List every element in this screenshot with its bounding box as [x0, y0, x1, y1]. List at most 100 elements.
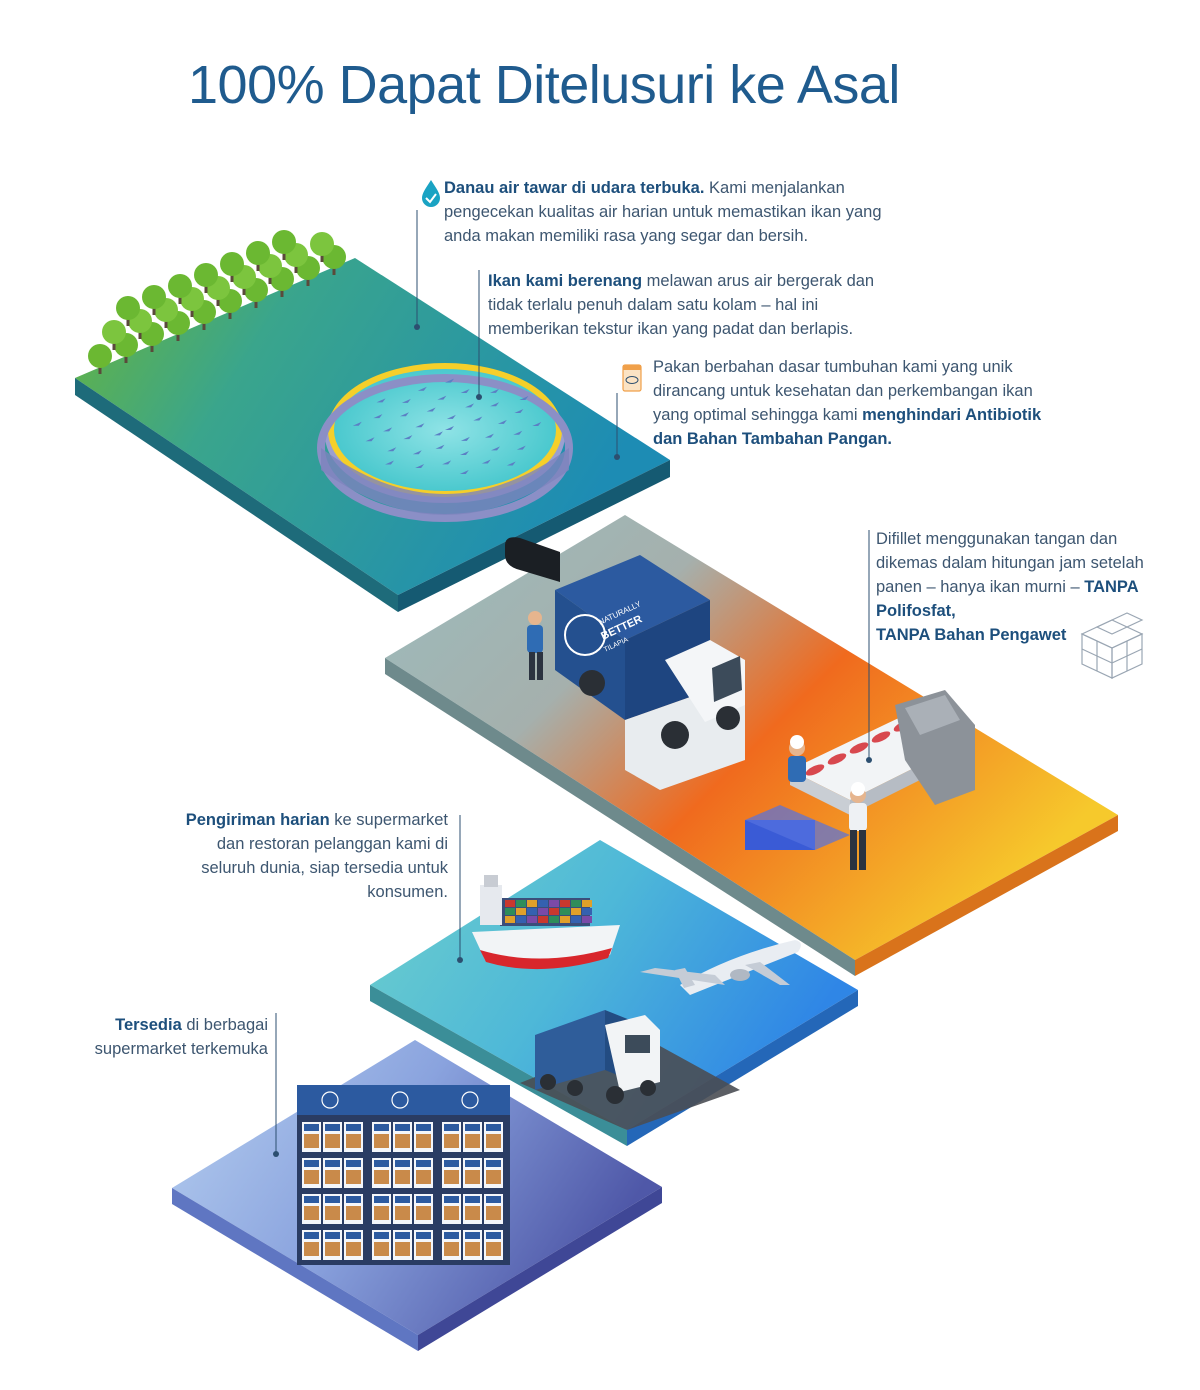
- product-label: [346, 1232, 361, 1239]
- fish: [513, 430, 523, 435]
- product-label: [374, 1232, 389, 1239]
- product-label: [444, 1124, 459, 1131]
- product-image: [444, 1242, 459, 1256]
- product-image: [304, 1134, 319, 1148]
- container: [571, 916, 581, 923]
- product-label: [304, 1160, 319, 1167]
- fish: [484, 433, 494, 438]
- fish: [516, 445, 526, 450]
- product-label: [486, 1160, 501, 1167]
- fish: [442, 460, 452, 465]
- shelf-logo: [461, 1091, 479, 1109]
- product-image: [346, 1134, 361, 1148]
- fish: [445, 378, 454, 383]
- container: [505, 908, 515, 915]
- page-title: 100% Dapat Ditelusuri ke Asal: [188, 55, 900, 115]
- product-image: [416, 1242, 431, 1256]
- product-image: [346, 1242, 361, 1256]
- fish: [352, 421, 362, 426]
- container: [560, 908, 570, 915]
- container: [538, 908, 548, 915]
- product-image: [304, 1170, 319, 1184]
- fish: [460, 388, 470, 393]
- fish-fillet: [805, 764, 825, 776]
- product-label: [395, 1232, 410, 1239]
- note-fillet-bold2: TANPA Bahan Pengawet: [876, 626, 1067, 644]
- product-image: [346, 1206, 361, 1220]
- product-label: [416, 1160, 431, 1167]
- product-image: [486, 1170, 501, 1184]
- supermarket-shelf: [297, 1085, 510, 1265]
- product-label: [416, 1196, 431, 1203]
- fish: [519, 395, 529, 400]
- container: [527, 916, 537, 923]
- fish-fillet: [827, 753, 847, 765]
- container: [505, 900, 515, 907]
- note-ship-bold: Pengiriman harian: [185, 811, 330, 829]
- fish: [506, 461, 516, 466]
- fish: [399, 412, 409, 417]
- product-image: [325, 1134, 340, 1148]
- feed-bag-icon: [622, 364, 642, 392]
- tree: [168, 274, 192, 304]
- product-label: [395, 1196, 410, 1203]
- note-store: Tersedia di berbagai supermarket terkemu…: [60, 1013, 268, 1061]
- fish: [387, 447, 397, 452]
- product-image: [304, 1206, 319, 1220]
- product-image: [465, 1170, 480, 1184]
- product-label: [325, 1160, 340, 1167]
- package-boxes-icon: [1080, 612, 1144, 679]
- product-image: [374, 1134, 389, 1148]
- fish: [514, 408, 524, 413]
- fish-fillet: [849, 742, 869, 754]
- product-label: [444, 1232, 459, 1239]
- note-swim: Ikan kami berenang melawan arus air berg…: [488, 269, 908, 341]
- product-image: [444, 1170, 459, 1184]
- fish: [376, 398, 386, 403]
- product-image: [395, 1206, 410, 1220]
- fish: [490, 402, 500, 407]
- product-image: [395, 1134, 410, 1148]
- fish: [465, 403, 475, 408]
- product-label: [444, 1196, 459, 1203]
- tree: [246, 241, 270, 271]
- fish: [365, 437, 375, 442]
- product-image: [374, 1242, 389, 1256]
- note-fillet-bold1: TANPA Polifosfat,: [876, 578, 1139, 620]
- fish: [460, 436, 470, 441]
- callout-lines: [275, 210, 870, 1152]
- product-image: [486, 1206, 501, 1220]
- product-label: [346, 1160, 361, 1167]
- fish: [473, 416, 483, 421]
- product-image: [395, 1170, 410, 1184]
- note-feed: Pakan berbahan dasar tumbuhan kami yang …: [653, 355, 1043, 451]
- product-label: [465, 1160, 480, 1167]
- fish-fillet: [871, 731, 891, 743]
- product-label: [416, 1124, 431, 1131]
- product-image: [304, 1242, 319, 1256]
- product-image: [325, 1242, 340, 1256]
- fish: [417, 386, 427, 391]
- fillet-line: [745, 690, 975, 870]
- product-image: [465, 1206, 480, 1220]
- tree-row: [88, 230, 346, 374]
- product-label: [325, 1196, 340, 1203]
- tree: [142, 285, 166, 315]
- shelf-logo: [321, 1091, 339, 1109]
- container: [571, 908, 581, 915]
- fish: [497, 419, 507, 424]
- product-label: [346, 1196, 361, 1203]
- fish: [459, 470, 469, 475]
- delivery-truck: NATURALLY BETTER TILAPIA: [505, 537, 745, 790]
- container: [582, 908, 592, 915]
- fish: [412, 450, 422, 455]
- note-store-text: di berbagai supermarket terkemuka: [94, 1016, 268, 1058]
- note-fillet-text: Difillet menggunakan tangan dan dikemas …: [876, 530, 1144, 596]
- callout-dots: [273, 324, 872, 1157]
- note-ship-text: ke supermarket dan restoran pelanggan ka…: [201, 811, 448, 901]
- note-store-bold: Tersedia: [115, 1016, 182, 1034]
- fish: [532, 421, 542, 426]
- container: [549, 908, 559, 915]
